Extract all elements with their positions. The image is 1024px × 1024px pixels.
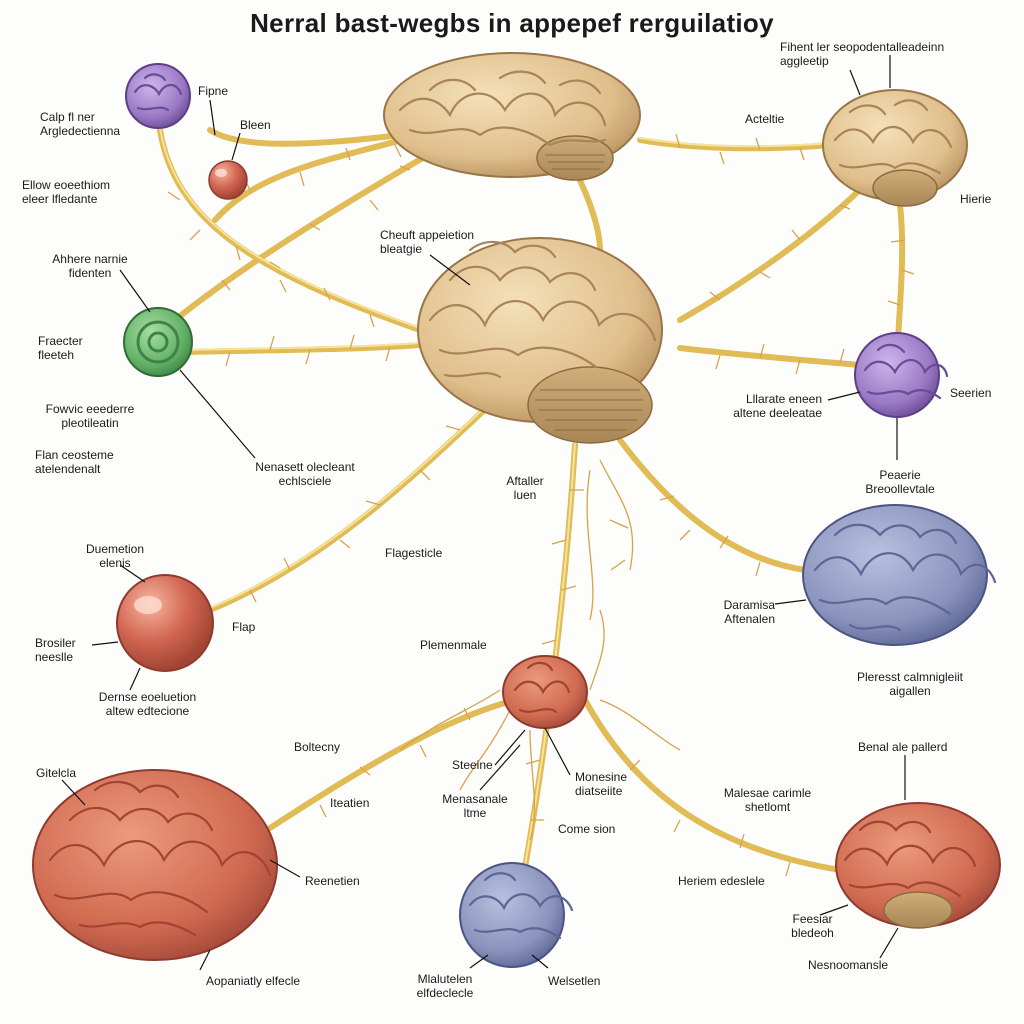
- bottom-left-red-brain: [32, 769, 278, 961]
- label-daramisa: Daramisa Aftenalen: [723, 598, 775, 626]
- label-top-right-note: Fihent ler seopodentalleadeinn aggleetip: [780, 40, 945, 68]
- label-aopaniatly: Aopaniatly elfecle: [206, 974, 301, 988]
- label-benal: Benal ale pallerd: [858, 740, 948, 754]
- label-fipne: Fipne: [198, 84, 229, 98]
- small-red-ball: [208, 160, 248, 200]
- label-seerien: Seerien: [950, 386, 992, 400]
- label-brosiler: Brosiler neeslle: [35, 636, 76, 664]
- label-aftaller: Aftaller luen: [506, 474, 544, 502]
- right-blue-brain: [802, 504, 997, 646]
- label-come: Come sion: [558, 822, 616, 836]
- label-nenaset: Nenasett olecleant echlsciele: [255, 460, 355, 488]
- label-flan: Flan ceosteme atelendenalt: [35, 448, 114, 476]
- label-plemenmale: Plemenmale: [420, 638, 487, 652]
- label-abhere: Ahhere narnie fidenten: [52, 252, 128, 280]
- label-peaerie: Peaerie Breoollevtale: [865, 468, 935, 496]
- label-flap: Flap: [232, 620, 256, 634]
- label-mlalutelen: Mlalutelen elfdeclecle: [416, 972, 474, 1000]
- label-foowic: Fowvic eeederre pleotileatin: [45, 402, 135, 430]
- label-bleen: Bleen: [240, 118, 271, 132]
- top-brain: [383, 52, 641, 181]
- diagram-title: Nerral bast-wegbs in appepef rerguilatio…: [250, 8, 774, 38]
- label-pleresst: Pleresst calmnigleiit aigallen: [856, 670, 964, 698]
- bottom-right-red-brain: [835, 802, 1001, 929]
- label-gitelcla: Gitelcla: [36, 766, 77, 780]
- top-right-brain: [822, 89, 968, 207]
- label-malesae: Malesae carimle shetlomt: [723, 786, 812, 814]
- label-feesior: Feesiar bledeoh: [791, 912, 834, 940]
- center-red-cluster: [502, 655, 588, 729]
- label-menasanale: Menasanale ltme: [442, 792, 508, 820]
- label-monesine: Monesine diatseiite: [575, 770, 628, 798]
- label-center-upper: Cheuft appeietion bleatgie: [380, 228, 475, 256]
- leader-lines: [61, 55, 906, 971]
- label-flagesticle: Flagesticle: [385, 546, 443, 560]
- label-duemetion: Duemetion elenis: [85, 542, 145, 570]
- green-node-left: [123, 307, 193, 377]
- purple-node-top-left: [125, 63, 191, 129]
- label-calp: Calp fl ner Argledectienna: [40, 110, 121, 138]
- center-brain: [417, 237, 663, 444]
- label-welsetlen: Welsetlen: [548, 974, 601, 988]
- label-reenetien: Reenetien: [305, 874, 360, 888]
- label-boltecny: Boltecny: [294, 740, 341, 754]
- label-fraecter: Fraecter fleeteh: [38, 334, 83, 362]
- label-heriem: Heriem edeslele: [678, 874, 765, 888]
- label-lllarate: Lllarate eneen altene deeleatae: [733, 392, 822, 420]
- large-red-ball: [116, 574, 214, 672]
- label-steeine: Steeine: [452, 758, 493, 772]
- bottom-blue-brain-node: [459, 862, 574, 968]
- label-hierie: Hierie: [960, 192, 992, 206]
- purple-node-right: [854, 332, 949, 418]
- label-iteatien: Iteatien: [330, 796, 370, 810]
- label-dernse: Dernse eoeluetion altew edtecione: [98, 690, 197, 718]
- label-acteltie: Acteltie: [745, 112, 785, 126]
- label-nesnoomansle: Nesnoomansle: [808, 958, 889, 972]
- label-ellow: Ellow eoeethiom eleer lfledante: [22, 178, 111, 206]
